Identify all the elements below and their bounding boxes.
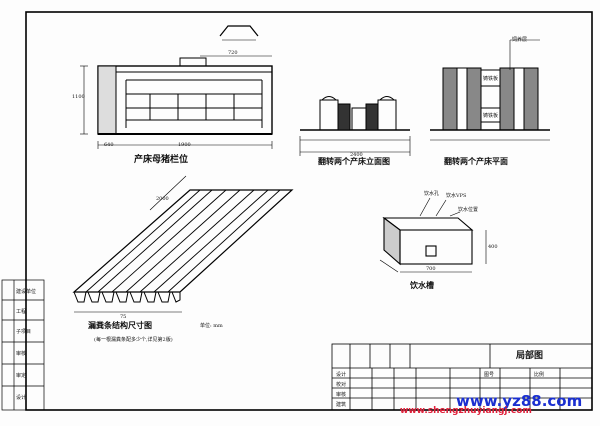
front-elevation-view — [299, 96, 411, 156]
left-title-strip — [1, 279, 45, 411]
floor-plan-dim-width: 1900 — [178, 142, 191, 148]
slat-dim-length: 2000 — [156, 196, 169, 202]
side-elevation-label-3: 铸铁板 — [483, 113, 499, 119]
trough-dim-width: 700 — [426, 266, 436, 272]
drawing-frame — [25, 11, 593, 411]
side-elevation-label-2: 铸铁板 — [483, 76, 499, 82]
trough-label-1: 饮水孔 — [424, 191, 440, 197]
left-strip-5: 审定 — [16, 373, 27, 379]
front-elevation-caption: 翻转两个产床立面图 — [318, 156, 390, 166]
trough-label-3: 饮水位置 — [458, 207, 479, 213]
trough-label-2: 饮水VPS — [446, 193, 467, 199]
title-block — [331, 343, 593, 411]
floor-plan-dim-top: 720 — [228, 50, 238, 56]
front-elevation-dim-total: 2400 — [350, 152, 363, 158]
title-block-title: 局部图 — [516, 351, 544, 361]
title-cell-1: 设计 — [336, 372, 347, 378]
left-strip-2: 工程 — [16, 309, 27, 315]
left-strip-6: 设计 — [16, 395, 27, 401]
watermark-main: www.yz88.com — [456, 392, 583, 410]
floor-plan-caption: 产床母猪栏位 — [134, 155, 189, 165]
title-cell-2: 校对 — [336, 382, 347, 388]
left-strip-1: 建设单位 — [16, 289, 37, 295]
slat-note: (每一根漏粪条配多少个,详见第2版) — [94, 337, 173, 343]
trough-dim-height: 400 — [488, 244, 498, 250]
floor-plan-view — [80, 25, 273, 149]
side-elevation-label-1: 饲养层 — [512, 37, 528, 43]
side-elevation-caption: 翻转两个产床平面 — [444, 156, 508, 166]
slat-view — [72, 175, 294, 313]
slat-units: 单位: mm — [200, 323, 223, 329]
slat-caption: 漏粪条结构尺寸图 — [88, 320, 152, 330]
title-cell-5: 图号 — [484, 372, 495, 378]
left-strip-4: 审核 — [16, 351, 27, 357]
trough-caption: 饮水槽 — [410, 280, 434, 290]
slat-dim-width: 75 — [120, 314, 127, 320]
trough-view — [379, 197, 487, 273]
left-strip-3: 子项目 — [16, 329, 32, 335]
title-cell-6: 比例 — [534, 372, 545, 378]
floor-plan-dim-height: 1100 — [72, 94, 85, 100]
watermark-sub: www.shengzhuyiangj.com — [400, 406, 532, 416]
title-cell-4: 建筑 — [336, 402, 347, 408]
side-elevation-view — [430, 39, 550, 141]
title-cell-3: 审核 — [336, 392, 347, 398]
floor-plan-dim-left: 640 — [104, 142, 114, 148]
